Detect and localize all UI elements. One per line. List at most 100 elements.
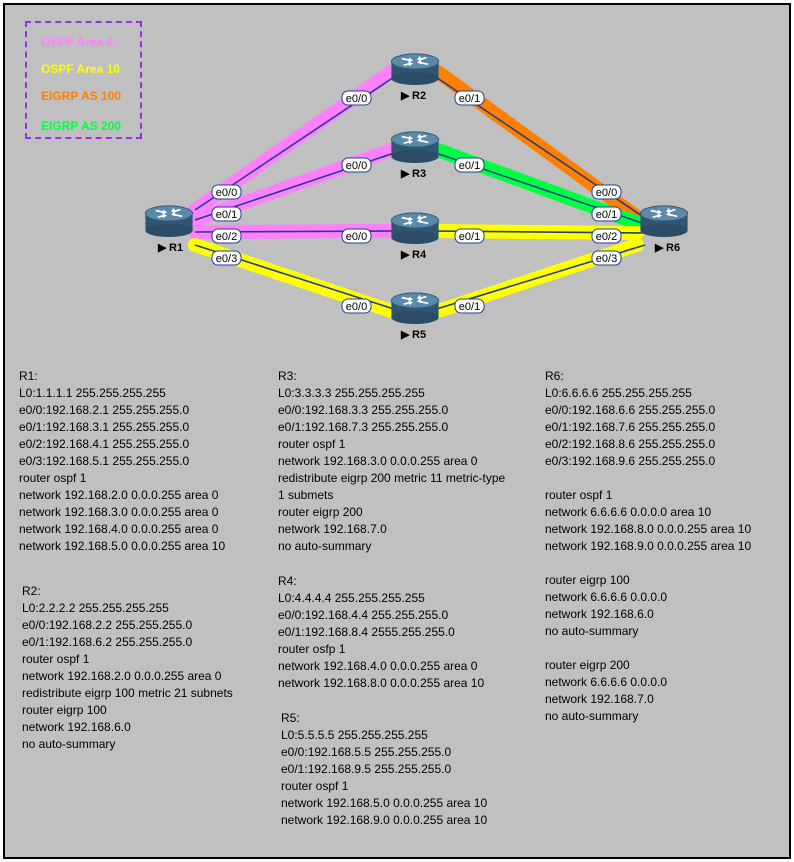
iface-r6-e01: e0/1 [591, 206, 622, 222]
svg-text:e0/0: e0/0 [346, 231, 367, 243]
router-r2-label: R2 [412, 90, 426, 102]
config-line: e0/1:192.168.9.5 255.255.255.0 [281, 762, 452, 776]
config-line: 1 submets [278, 488, 334, 502]
config-line: e0/2:192.168.4.1 255.255.255.0 [19, 437, 190, 451]
router-r6-label: R6 [666, 242, 680, 254]
config-line: e0/1:192.168.6.2 255.255.255.0 [22, 635, 193, 649]
config-line: L0:3.3.3.3 255.255.255.255 [278, 386, 425, 400]
network-topology: ▶ R1 ▶ R2 ▶ R3 ▶ R4 ▶ R5 ▶ R6 e0/0 e0/1 [144, 53, 689, 341]
config-line: network 192.168.3.0 0.0.0.255 area 0 [278, 454, 478, 468]
config-line: e0/1:192.168.7.6 255.255.255.0 [545, 420, 716, 434]
config-line: router ospf 1 [281, 779, 349, 793]
config-line: no auto-summary [278, 539, 372, 553]
svg-text:e0/1: e0/1 [459, 93, 480, 105]
iface-r1-e00: e0/0 [211, 184, 242, 200]
config-line: network 6.6.6.6 0.0.0.0 [545, 590, 668, 604]
protocol-bands [188, 65, 644, 318]
config-line: network 192.168.9.0 0.0.0.255 area 10 [545, 539, 752, 553]
config-line: network 192.168.8.0 0.0.0.255 area 10 [545, 522, 752, 536]
config-line: L0:5.5.5.5 255.255.255.255 [281, 728, 428, 742]
config-line: network 192.168.7.0 [545, 692, 654, 706]
config-line [545, 640, 751, 657]
router-r1-label: R1 [169, 242, 183, 254]
iface-r3-e00: e0/0 [341, 157, 372, 173]
router-r3-icon[interactable] [390, 131, 440, 164]
config-line [545, 555, 751, 572]
router-r3-label: R3 [412, 168, 426, 180]
router-r1-icon[interactable] [144, 205, 194, 238]
router-r4-icon[interactable] [390, 212, 440, 245]
iface-r3-e01: e0/1 [454, 157, 485, 173]
config-line [545, 470, 751, 487]
config-line: e0/1:192.168.7.3 255.255.255.0 [278, 420, 449, 434]
router-r5-arrow-icon: ▶ [400, 329, 410, 341]
svg-text:e0/1: e0/1 [459, 301, 480, 313]
config-line: e0/0:192.168.4.4 255.255.255.0 [278, 608, 449, 622]
svg-text:e0/0: e0/0 [346, 93, 367, 105]
config-line: no auto-summary [22, 737, 116, 751]
config-line: router eigrp 200 [545, 658, 630, 672]
iface-r2-e01: e0/1 [454, 90, 485, 106]
config-line: network 192.168.2.0 0.0.0.255 area 0 [19, 488, 219, 502]
router-r5-label: R5 [412, 329, 426, 341]
svg-text:e0/0: e0/0 [346, 160, 367, 172]
config-line: router eigrp 200 [278, 505, 363, 519]
legend-box: OSPF Area 0 OSPF Area 10 EIGRP AS 100 EI… [25, 21, 142, 139]
iface-r1-e03: e0/3 [211, 250, 242, 266]
iface-r4-e01: e0/1 [454, 228, 485, 244]
router-r6-icon[interactable] [639, 205, 689, 238]
config-line: e0/2:192.168.8.6 255.255.255.0 [545, 437, 716, 451]
config-line: network 192.168.4.0 0.0.0.255 area 0 [278, 659, 478, 673]
iface-r6-e03: e0/3 [591, 250, 622, 266]
config-line: L0:6.6.6.6 255.255.255.255 [545, 386, 692, 400]
config-line: R5: [281, 711, 300, 725]
svg-text:e0/1: e0/1 [216, 209, 237, 221]
config-line: redistribute eigrp 200 metric 11 metric-… [278, 471, 506, 485]
svg-text:e0/1: e0/1 [596, 209, 617, 221]
config-line: e0/3:192.168.9.6 255.255.255.0 [545, 454, 716, 468]
config-line: router ospf 1 [278, 437, 346, 451]
config-line: network 6.6.6.6 0.0.0.0 [545, 675, 668, 689]
svg-text:e0/2: e0/2 [216, 231, 237, 243]
config-line: network 192.168.9.0 0.0.0.255 area 10 [281, 813, 488, 827]
config-line: network 192.168.6.0 [545, 607, 654, 621]
config-line: L0:4.4.4.4 255.255.255.255 [278, 591, 425, 605]
config-line: R3: [278, 369, 297, 383]
legend-ospf-area10: OSPF Area 10 [41, 62, 120, 76]
svg-text:e0/2: e0/2 [596, 231, 617, 243]
router-r5-icon[interactable] [390, 292, 440, 325]
config-line: network 192.168.5.0 0.0.0.255 area 10 [19, 539, 226, 553]
config-line: e0/3:192.168.5.1 255.255.255.0 [19, 454, 190, 468]
config-line: router eigrp 100 [22, 703, 107, 717]
router-r4-arrow-icon: ▶ [400, 249, 410, 261]
config-line: network 192.168.2.0 0.0.0.255 area 0 [22, 669, 222, 683]
config-r3: R3: L0:3.3.3.3 255.255.255.255 e0/0:192.16… [278, 368, 505, 555]
config-line: R2: [22, 584, 41, 598]
config-line: L0:1.1.1.1 255.255.255.255 [19, 386, 166, 400]
iface-r1-e01: e0/1 [211, 206, 242, 222]
config-line: network 192.168.5.0 0.0.0.255 area 10 [281, 796, 488, 810]
config-line: network 6.6.6.6 0.0.0.0 area 10 [545, 505, 712, 519]
svg-text:e0/0: e0/0 [596, 187, 617, 199]
config-line: e0/0:192.168.6.6 255.255.255.0 [545, 403, 716, 417]
config-line: e0/1:192.168.3.1 255.255.255.0 [19, 420, 190, 434]
config-line: e0/0:192.168.5.5 255.255.255.0 [281, 745, 452, 759]
config-line: e0/1:192.168.8.4 2555.255.255.0 [278, 625, 455, 639]
config-line: e0/0:192.168.3.3 255.255.255.0 [278, 403, 449, 417]
router-r3-arrow-icon: ▶ [400, 168, 410, 180]
iface-r1-e02: e0/2 [211, 228, 242, 244]
config-line: network 192.168.6.0 [22, 720, 131, 734]
config-line: no auto-summary [545, 709, 639, 723]
svg-text:e0/1: e0/1 [459, 231, 480, 243]
config-line: e0/0:192.168.2.1 255.255.255.0 [19, 403, 190, 417]
iface-r6-e00: e0/0 [591, 184, 622, 200]
config-line: router ospf 1 [545, 488, 613, 502]
router-r2-icon[interactable] [390, 53, 440, 86]
config-line: network 192.168.3.0 0.0.0.255 area 0 [19, 505, 219, 519]
config-line: network 192.168.7.0 [278, 522, 387, 536]
config-line: L0:2.2.2.2 255.255.255.255 [22, 601, 169, 615]
